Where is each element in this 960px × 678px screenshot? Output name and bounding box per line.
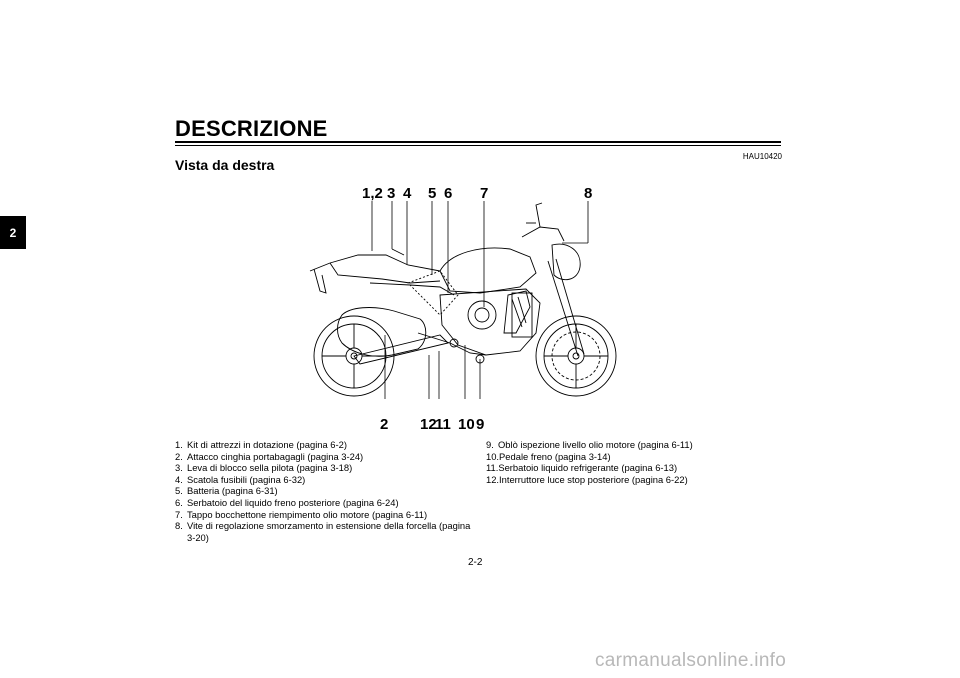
list-item: 1.Kit di attrezzi in dotazione (pagina 6… — [175, 439, 347, 450]
callout-3: 3 — [387, 185, 395, 202]
watermark: carmanualsonline.info — [595, 650, 787, 671]
callout-10: 10 — [458, 416, 475, 431]
callout-12: 12 — [420, 416, 437, 431]
callout-5: 5 — [428, 185, 436, 202]
motorcycle-diagram: 1,2 3 4 5 6 7 8 2 12 11 10 9 — [309, 185, 617, 431]
list-item: 11.Serbatoio liquido refrigerante (pagin… — [486, 462, 678, 474]
callout-9: 9 — [476, 416, 484, 431]
parts-list-right: 9.Oblò ispezione livello olio motore (pa… — [486, 439, 766, 485]
list-item: 5.Batteria (pagina 6-31) — [175, 485, 278, 497]
callout-7: 7 — [480, 185, 488, 202]
list-item: 10.Pedale freno (pagina 3-14) — [486, 450, 611, 462]
callout-8: 8 — [584, 185, 592, 202]
list-item: 12.Interruttore luce stop posteriore (pa… — [486, 473, 688, 485]
list-item: 2.Attacco cinghia portabagagli (pagina 3… — [175, 450, 364, 462]
list-item: 7.Tappo bocchettone riempimento olio mot… — [175, 508, 428, 520]
front-wheel — [535, 315, 617, 397]
list-item: 3.Leva di blocco sella pilota (pagina 3-… — [175, 462, 353, 474]
callout-6: 6 — [444, 185, 452, 202]
callout-11: 11 — [435, 416, 451, 431]
callout-1-2: 1,2 — [362, 185, 383, 202]
list-item: 9.Oblò ispezione livello olio motore (pa… — [486, 439, 693, 450]
page-number: 2-2 — [468, 557, 483, 568]
callout-2-bottom: 2 — [380, 416, 388, 431]
chapter-tab: 2 — [0, 216, 26, 249]
list-item: 6.Serbatoio del liquido freno posteriore… — [175, 496, 399, 508]
page-title: DESCRIZIONE — [175, 116, 328, 141]
list-item: 4.Scatola fusibili (pagina 6-32) — [175, 473, 306, 485]
reference-code: HAU10420 — [742, 152, 782, 161]
title-rule-thin — [175, 145, 781, 146]
callout-4: 4 — [403, 185, 412, 202]
list-item: 8.Vite di regolazione smorzamento in est… — [175, 520, 471, 543]
section-subtitle: Vista da destra — [175, 157, 275, 173]
parts-list-left: 1.Kit di attrezzi in dotazione (pagina 6… — [175, 439, 475, 543]
title-rule — [175, 141, 781, 143]
